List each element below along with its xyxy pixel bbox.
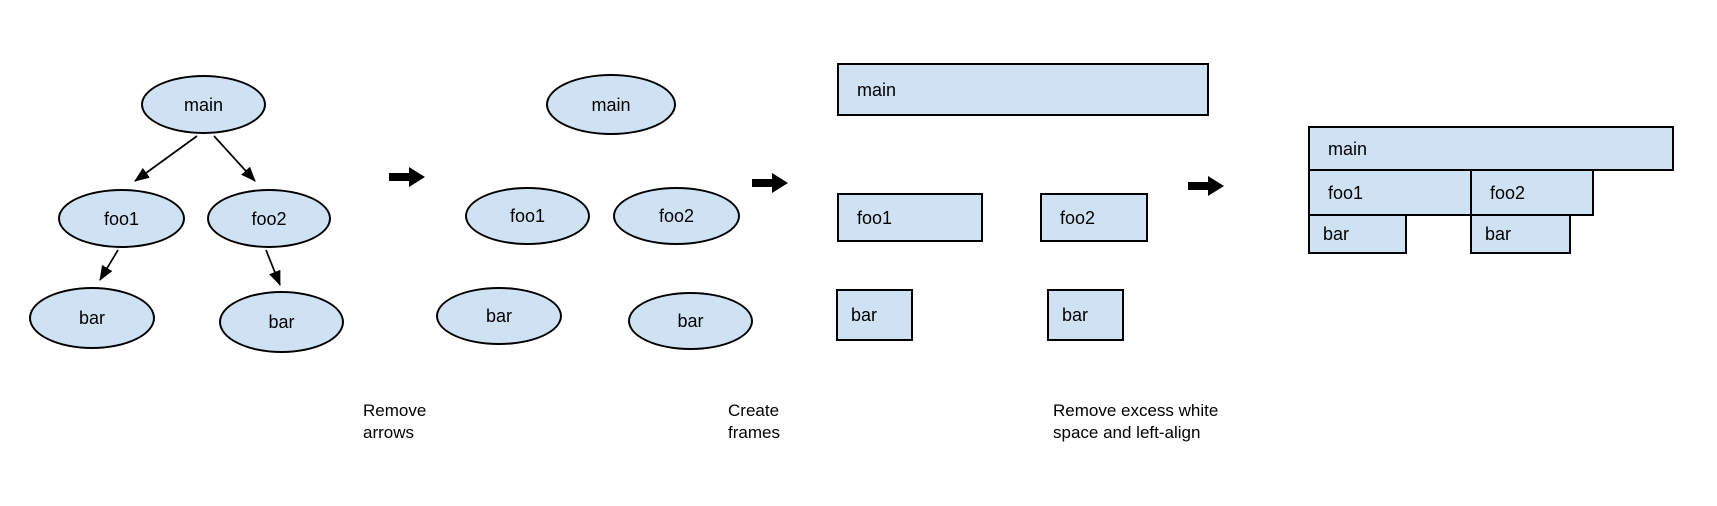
flame-node-bar-right: bar bbox=[1470, 214, 1571, 254]
frames-node-foo2: foo2 bbox=[1040, 193, 1148, 242]
right-arrow-icon bbox=[752, 173, 788, 193]
frames-node-foo1: foo1 bbox=[837, 193, 983, 242]
caption-remove-whitespace: Remove excess white space and left-align bbox=[1053, 401, 1219, 442]
right-arrow-icon bbox=[389, 167, 425, 187]
tree2-node-main: main bbox=[546, 74, 676, 135]
caption-remove-arrows: Remove arrows bbox=[363, 401, 427, 442]
tree2-node-bar-left: bar bbox=[436, 287, 562, 345]
frames-node-main: main bbox=[837, 63, 1209, 116]
edge-arrow-foo1-bar bbox=[99, 249, 119, 281]
edge-arrow-main-foo2 bbox=[213, 135, 256, 182]
flame-node-bar-left: bar bbox=[1308, 214, 1407, 254]
tree1-node-main: main bbox=[141, 75, 266, 134]
tree1-node-bar-left: bar bbox=[29, 287, 155, 349]
right-arrow-icon bbox=[1188, 176, 1224, 196]
frames-node-bar-left: bar bbox=[836, 289, 913, 341]
caption-create-frames: Create frames bbox=[728, 401, 780, 442]
tree2-node-bar-right: bar bbox=[628, 292, 753, 350]
tree2-node-foo1: foo1 bbox=[465, 187, 590, 245]
tree2-node-foo2: foo2 bbox=[613, 187, 740, 245]
flame-node-foo2: foo2 bbox=[1470, 169, 1594, 216]
tree1-node-foo1: foo1 bbox=[58, 189, 185, 248]
tree1-node-foo2: foo2 bbox=[207, 189, 331, 248]
edge-arrow-main-foo1 bbox=[134, 135, 198, 182]
tree1-node-bar-right: bar bbox=[219, 291, 344, 353]
flame-node-main: main bbox=[1308, 126, 1674, 171]
call-tree-edges bbox=[99, 135, 281, 286]
edge-arrow-foo2-bar bbox=[265, 249, 281, 286]
flame-node-foo1: foo1 bbox=[1308, 169, 1472, 216]
frames-node-bar-right: bar bbox=[1047, 289, 1124, 341]
